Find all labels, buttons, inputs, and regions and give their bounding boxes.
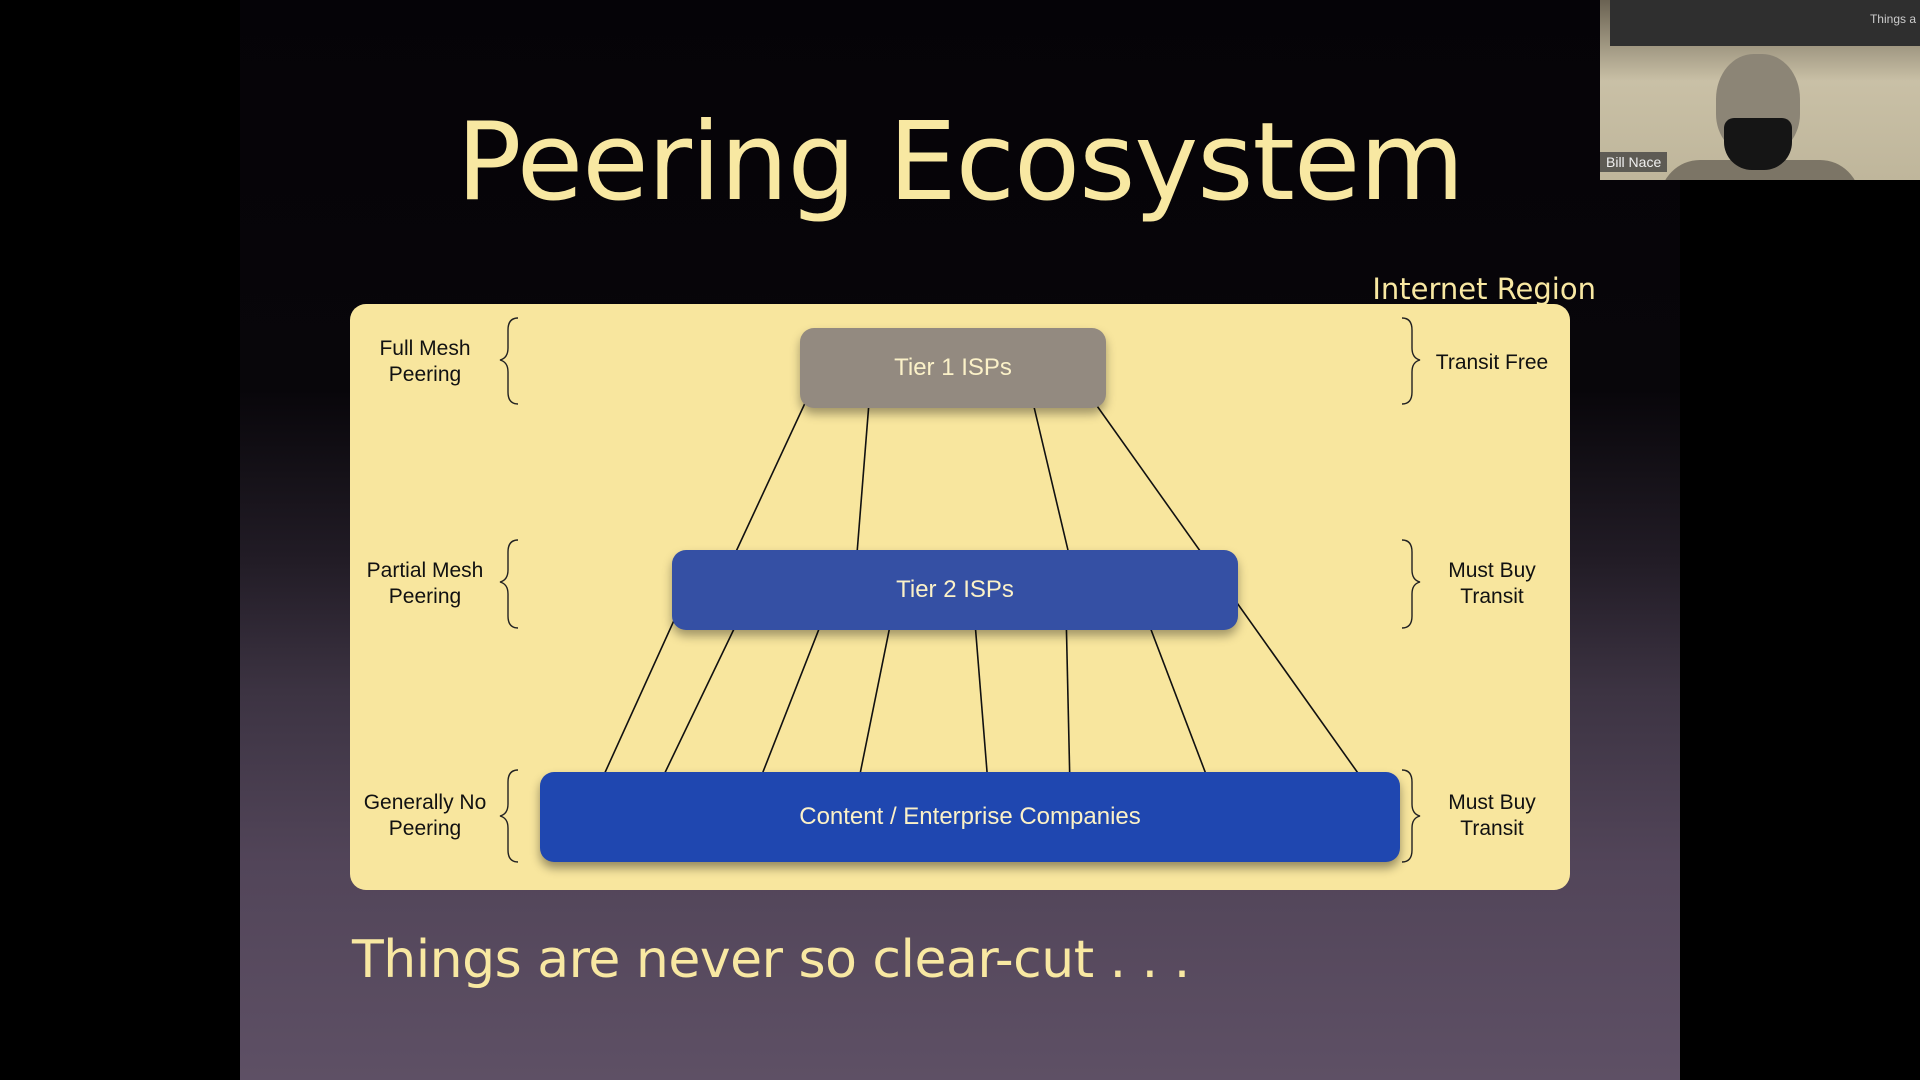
participant-name-tag: Bill Nace (1600, 152, 1668, 172)
tier1-isps-box: Tier 1 ISPs (800, 328, 1106, 408)
participant-video-tile[interactable]: Things a Bill Nace (1600, 0, 1920, 180)
peering-diagram: Tier 1 ISPs Tier 2 ISPs Content / Enterp… (350, 304, 1570, 890)
connection-lines (499, 317, 1421, 863)
participant-body (1660, 160, 1860, 180)
room-screen-text: Things a (1869, 12, 1916, 26)
participant-mask (1724, 118, 1792, 170)
right-label-tier2: Must Buy Transit (1448, 559, 1536, 608)
room-screen: Things a (1610, 0, 1920, 46)
slide-title: Peering Ecosystem (456, 100, 1464, 225)
presentation-slide: Peering Ecosystem Internet Region (240, 0, 1680, 1080)
right-label-tier1: Transit Free (1435, 351, 1549, 374)
tier2-isps-box: Tier 2 ISPs (672, 550, 1238, 630)
content-enterprise-box: Content / Enterprise Companies (540, 772, 1400, 862)
left-label-tier3: Generally No Peering (363, 791, 487, 840)
left-label-tier1: Full Mesh Peering (379, 337, 471, 386)
left-label-tier2: Partial Mesh Peering (366, 559, 484, 608)
internet-region-label: Internet Region (1372, 272, 1596, 306)
slide-caption: Things are never so clear-cut . . . (352, 930, 1190, 990)
right-label-tier3: Must Buy Transit (1448, 791, 1536, 840)
